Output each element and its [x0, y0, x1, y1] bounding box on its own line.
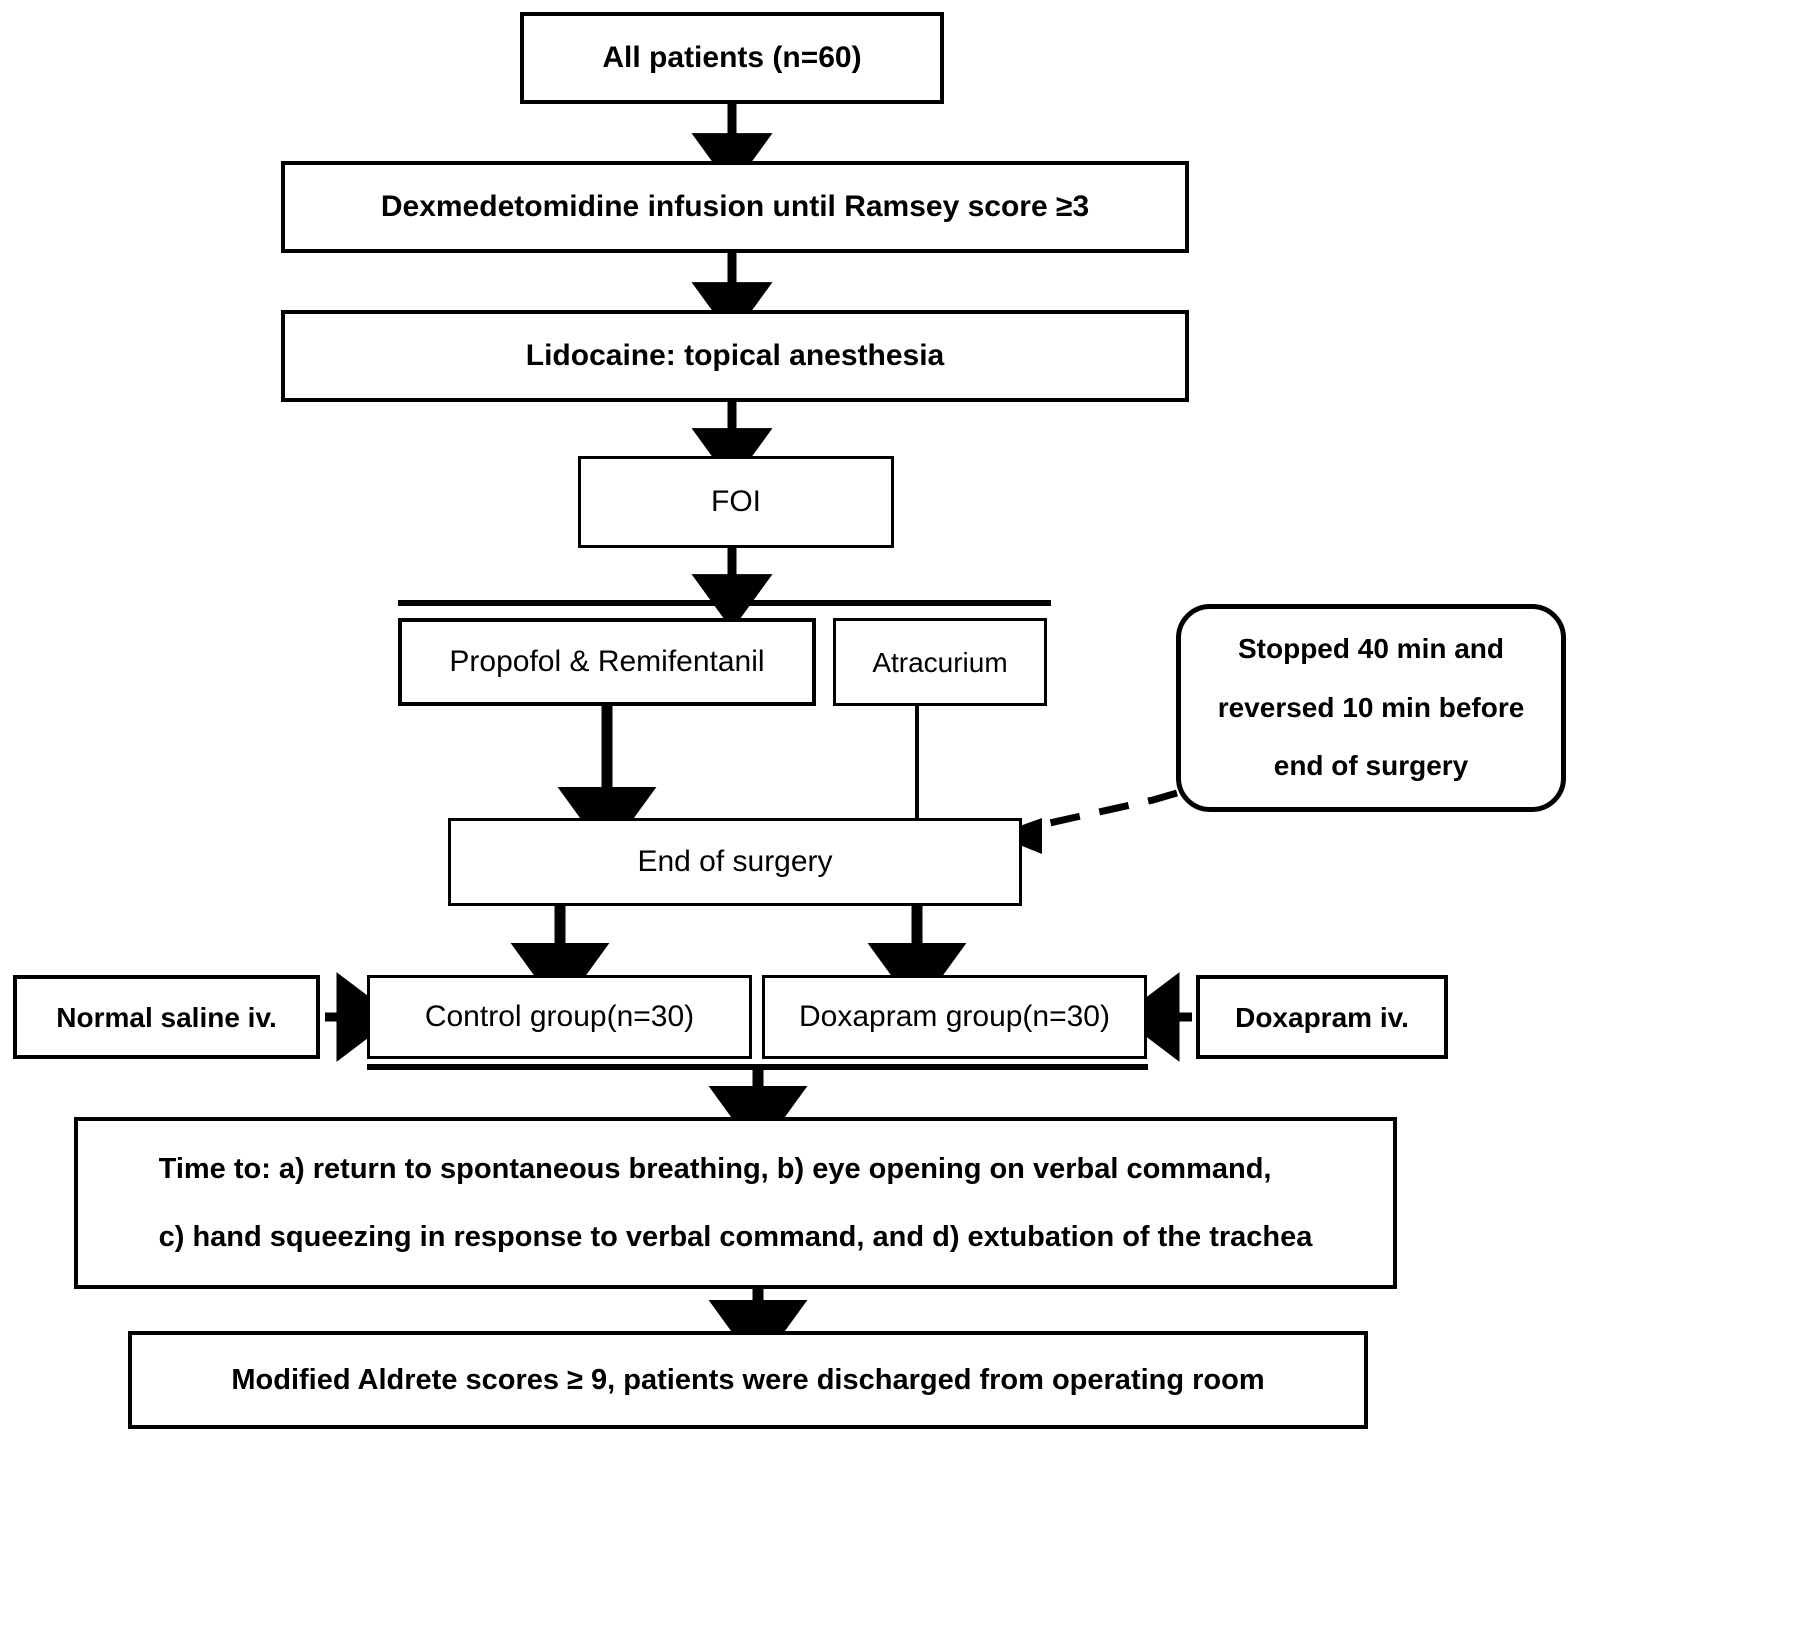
- node-callout-stopped-reversed-label: Stopped 40 min and reversed 10 min befor…: [1217, 632, 1525, 782]
- node-control-group-label: Control group(n=30): [424, 1000, 695, 1034]
- node-doxapram-group[interactable]: Doxapram group(n=30): [762, 975, 1147, 1059]
- node-normal-saline-iv-label: Normal saline iv.: [56, 1001, 277, 1033]
- node-atracurium[interactable]: Atracurium: [833, 618, 1047, 706]
- node-control-group[interactable]: Control group(n=30): [367, 975, 752, 1059]
- node-end-of-surgery-label: End of surgery: [637, 845, 833, 879]
- node-propofol-remifentanil[interactable]: Propofol & Remifentanil: [398, 618, 816, 706]
- node-callout-stopped-reversed[interactable]: Stopped 40 min and reversed 10 min befor…: [1176, 604, 1566, 812]
- node-doxapram-group-label: Doxapram group(n=30): [798, 1000, 1110, 1034]
- node-time-to-outcomes[interactable]: Time to: a) return to spontaneous breath…: [74, 1117, 1397, 1289]
- branch-split-bar-top: [398, 600, 1051, 606]
- node-modified-aldrete-discharge-label: Modified Aldrete scores ≥ 9, patients we…: [231, 1363, 1265, 1396]
- node-doxapram-iv[interactable]: Doxapram iv.: [1196, 975, 1448, 1059]
- node-normal-saline-iv[interactable]: Normal saline iv.: [13, 975, 320, 1059]
- node-foi-label: FOI: [711, 485, 761, 519]
- node-lidocaine-topical-anesthesia-label: Lidocaine: topical anesthesia: [525, 339, 945, 373]
- node-doxapram-iv-label: Doxapram iv.: [1235, 1001, 1409, 1033]
- node-propofol-remifentanil-label: Propofol & Remifentanil: [449, 645, 765, 679]
- node-dexmedetomidine-infusion-label: Dexmedetomidine infusion until Ramsey sc…: [380, 190, 1090, 224]
- node-lidocaine-topical-anesthesia[interactable]: Lidocaine: topical anesthesia: [281, 310, 1189, 402]
- node-all-patients[interactable]: All patients (n=60): [520, 12, 944, 104]
- edge-callout-dashed-line: [999, 789, 1178, 838]
- node-end-of-surgery[interactable]: End of surgery: [448, 818, 1022, 906]
- node-foi[interactable]: FOI: [578, 456, 894, 548]
- node-atracurium-label: Atracurium: [872, 646, 1008, 678]
- node-dexmedetomidine-infusion[interactable]: Dexmedetomidine infusion until Ramsey sc…: [281, 161, 1189, 253]
- node-modified-aldrete-discharge[interactable]: Modified Aldrete scores ≥ 9, patients we…: [128, 1331, 1368, 1429]
- node-all-patients-label: All patients (n=60): [602, 41, 862, 75]
- branch-split-bar-bottom: [367, 1064, 1148, 1070]
- node-time-to-outcomes-label: Time to: a) return to spontaneous breath…: [158, 1152, 1313, 1253]
